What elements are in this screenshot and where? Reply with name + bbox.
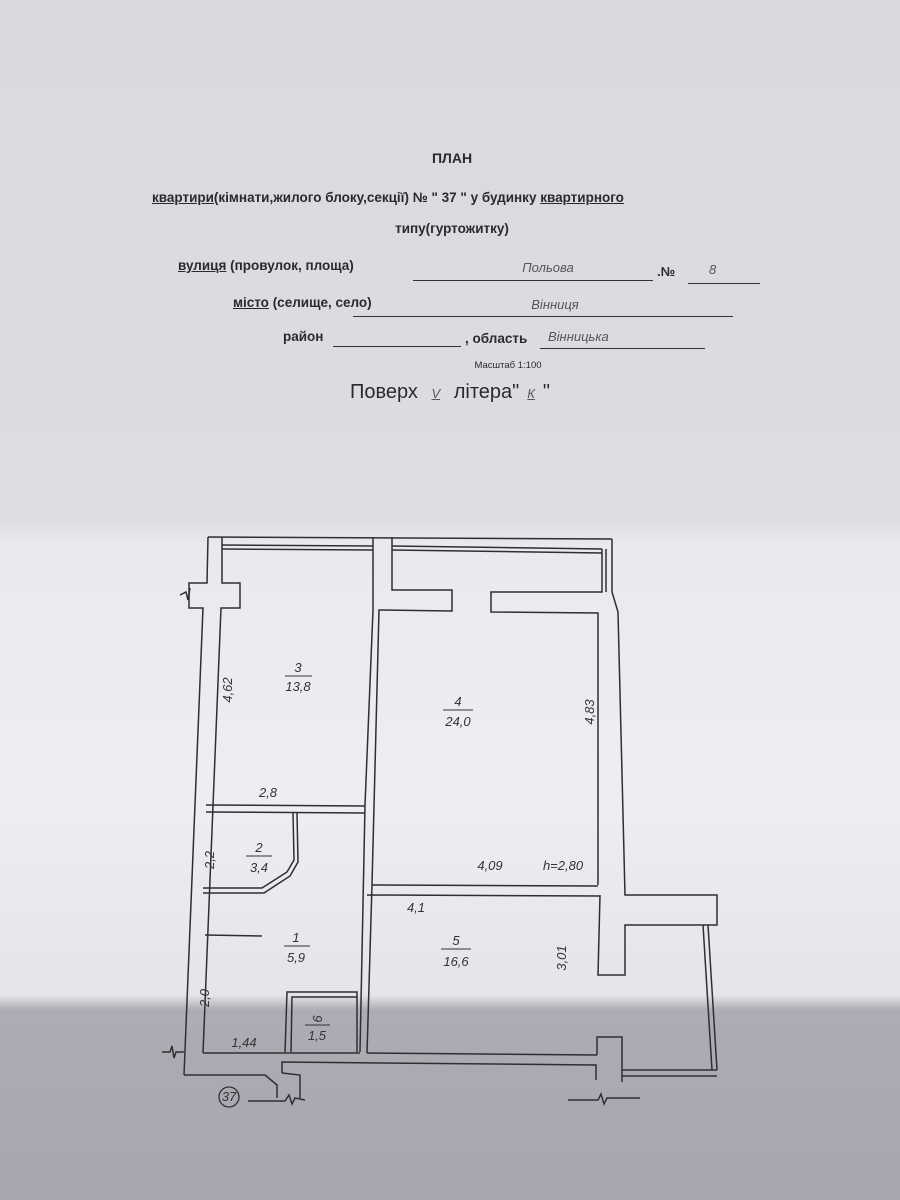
city-value: Вінниця xyxy=(531,297,579,312)
walls xyxy=(162,536,718,1107)
svg-text:3,4: 3,4 xyxy=(250,860,268,875)
ceiling-height: h=2,80 xyxy=(543,858,584,873)
room-3: 3 13,8 xyxy=(285,660,312,694)
apartment-type: квартири xyxy=(152,190,214,205)
street-label: вулиця (провулок, площа) xyxy=(178,258,354,273)
dim-room3-height: 4,62 xyxy=(220,677,235,703)
room-1: 1 5,9 xyxy=(284,930,310,965)
dim-room2-height: 2,2 xyxy=(202,850,217,870)
floor-value: V xyxy=(431,386,441,401)
svg-text:3: 3 xyxy=(294,660,302,675)
region-underline xyxy=(540,348,705,349)
svg-text:1: 1 xyxy=(292,930,299,945)
district-underline xyxy=(333,346,461,347)
svg-text:5,9: 5,9 xyxy=(287,950,305,965)
room-5: 5 16,6 xyxy=(441,933,471,969)
letter-value: К xyxy=(527,386,535,401)
svg-text:2: 2 xyxy=(254,840,263,855)
floor-line: Поверх V літера"К" xyxy=(350,381,551,403)
svg-text:6: 6 xyxy=(310,1015,325,1023)
room-6: 6 1,5 xyxy=(305,1015,330,1043)
district-label: район xyxy=(283,329,324,344)
dim-room5-width: 4,1 xyxy=(407,900,425,915)
number-label: .№ xyxy=(657,264,676,279)
room-2: 2 3,4 xyxy=(246,840,272,875)
building-type: квартирного xyxy=(540,190,624,205)
apartment-line-text: (кімнати,жилого блоку,секції) № " 37 " у… xyxy=(213,190,541,205)
region-value: Вінницька xyxy=(548,329,609,344)
dim-entry-width: 1,44 xyxy=(231,1035,256,1050)
number-underline xyxy=(688,283,760,284)
svg-text:16,6: 16,6 xyxy=(443,954,469,969)
letter-label: літера" xyxy=(453,381,520,403)
apartment-line: квартири(кімнати,жилого блоку,секції) № … xyxy=(152,190,624,205)
dim-room5-height: 3,01 xyxy=(554,945,569,970)
document-title: ПЛАН xyxy=(431,150,473,166)
dim-room4-width: 4,09 xyxy=(477,858,502,873)
svg-text:5: 5 xyxy=(452,933,460,948)
number-value: 8 xyxy=(709,262,717,277)
apartment-marker-circle xyxy=(218,1086,240,1108)
city-underline xyxy=(353,316,733,317)
floor-label: Поверх xyxy=(350,381,418,403)
dim-room1-height: 2,0 xyxy=(197,988,212,1008)
room-4: 4 24,0 xyxy=(443,694,473,729)
svg-text:4: 4 xyxy=(454,694,461,709)
dim-room4-height: 4,83 xyxy=(582,699,597,725)
svg-text:24,0: 24,0 xyxy=(444,714,471,729)
city-label: місто (селище, село) xyxy=(233,295,372,310)
svg-text:1,5: 1,5 xyxy=(308,1028,327,1043)
street-value: Польова xyxy=(522,260,574,275)
dim-room3-width: 2,8 xyxy=(258,785,278,800)
scale-label: Масштаб 1:100 xyxy=(474,360,542,371)
apartment-marker: 37 xyxy=(222,1089,237,1104)
street-underline xyxy=(413,280,653,281)
svg-text:13,8: 13,8 xyxy=(285,679,311,694)
building-type-line: типу(гуртожитку) xyxy=(395,221,509,236)
region-label: , область xyxy=(465,331,528,346)
